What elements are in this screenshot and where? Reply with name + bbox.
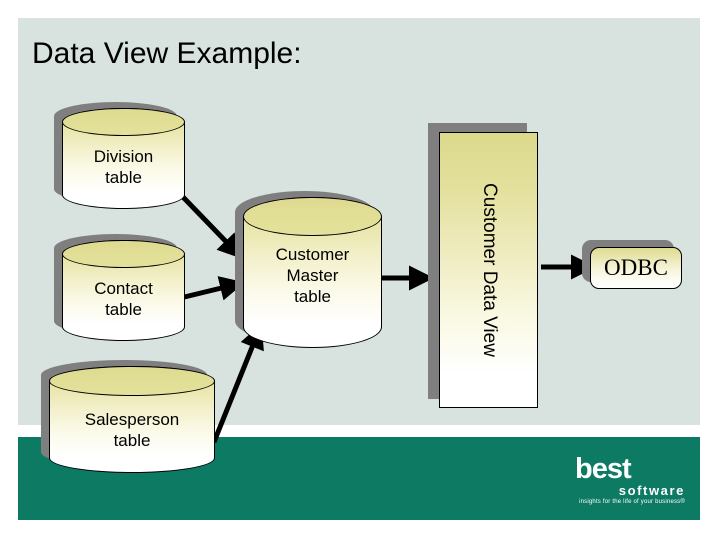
best-software-logo: best software insights for the life of y…	[575, 455, 687, 507]
node-label-line1: Contact	[94, 279, 153, 298]
node-label-line2: table	[113, 431, 151, 450]
node-customer-master-table[interactable]: Customer Master table	[235, 191, 382, 348]
node-label-line1: Salesperson	[84, 410, 180, 429]
page-title: Data View Example:	[32, 37, 302, 70]
node-label-line3: table	[294, 287, 331, 306]
node-customer-data-view[interactable]: Customer Data View	[428, 123, 538, 408]
node-label-line2: Master	[286, 266, 339, 285]
node-salesperson-table[interactable]: Salesperson table	[41, 360, 215, 473]
rounded-rectangle-body	[590, 247, 682, 289]
cylinder-top-ellipse	[62, 108, 185, 137]
logo-wordmark: best	[575, 453, 632, 485]
node-division-table[interactable]: Division table	[54, 102, 185, 209]
node-contact-table[interactable]: Contact table	[54, 234, 185, 341]
node-label-line1: Division	[93, 147, 154, 166]
node-label-line2: table	[105, 168, 142, 187]
logo-subtitle: software	[618, 483, 685, 498]
node-label-line2: table	[105, 300, 142, 319]
node-label: Customer Data View	[478, 183, 500, 357]
node-label: ODBC	[604, 255, 668, 280]
logo-tagline: insights for the life of your business®	[579, 499, 685, 505]
cylinder-top-ellipse	[62, 240, 185, 269]
cylinder-top-ellipse	[243, 197, 382, 237]
rectangle-body	[439, 132, 538, 408]
node-odbc[interactable]: ODBC	[582, 240, 682, 289]
cylinder-top-ellipse	[49, 366, 215, 396]
node-label-line1: Customer	[275, 245, 350, 264]
